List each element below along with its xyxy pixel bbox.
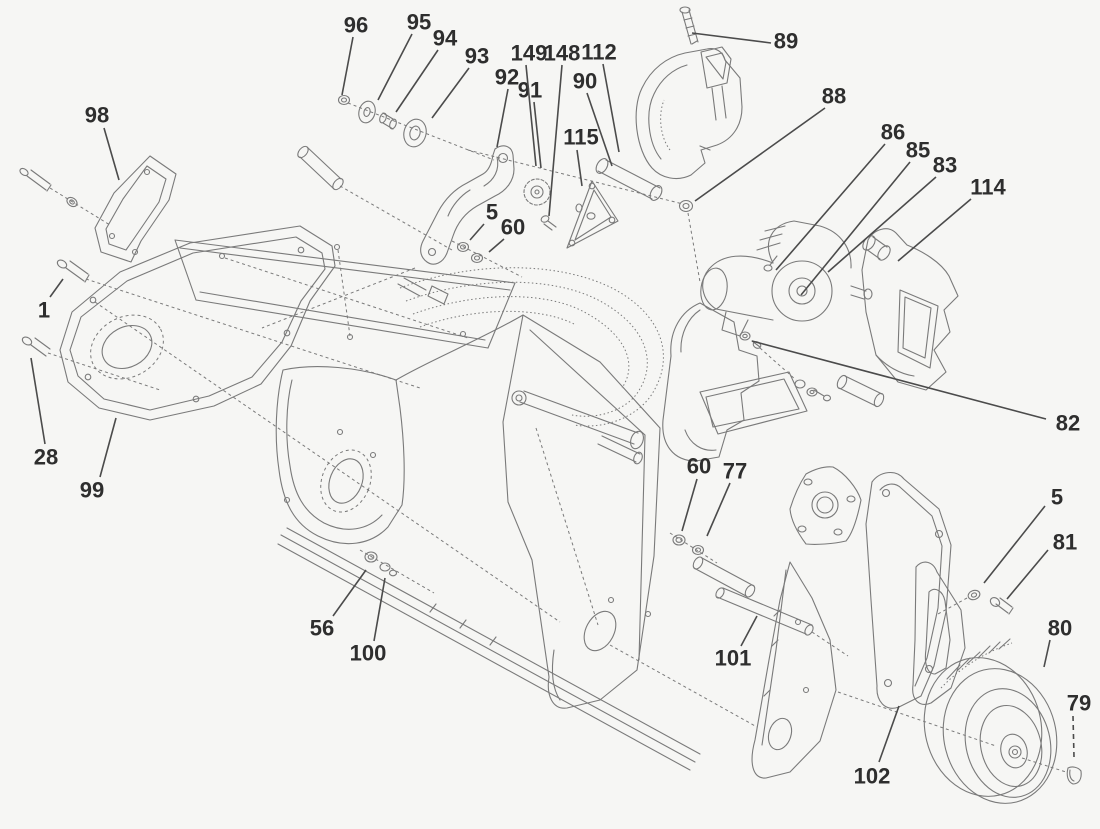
sketch-muffler: [635, 6, 743, 180]
leader-line-60-2: [681, 478, 698, 532]
leader-line-88: [694, 107, 826, 202]
part-label-77: 77: [723, 459, 747, 484]
part-label-112: 112: [581, 40, 617, 65]
part-label-88: 88: [822, 84, 846, 109]
leader-line-83: [827, 176, 937, 273]
leader-line-81: [1006, 549, 1049, 600]
sketch-pivot-washer-stack: [297, 94, 495, 251]
sketch-engine: [687, 212, 873, 337]
leader-line-85: [800, 161, 911, 296]
leader-line-100: [373, 577, 386, 642]
leader-line-79: [1072, 715, 1075, 758]
leader-line-5: [469, 223, 485, 241]
part-label-94: 94: [433, 26, 458, 51]
sketch-right-frame: [861, 228, 959, 391]
leader-line-28: [30, 357, 46, 445]
part-label-80: 80: [1048, 616, 1072, 641]
leader-line-93: [431, 67, 470, 119]
part-label-5-2: 5: [1051, 485, 1063, 510]
leader-line-98: [103, 127, 120, 181]
sketch-main-housing: [275, 267, 758, 771]
part-label-101: 101: [715, 646, 752, 671]
sketch-gearbox: [662, 302, 885, 462]
part-label-98: 98: [85, 103, 109, 128]
leader-line-89: [691, 32, 772, 44]
part-label-60: 60: [501, 215, 525, 240]
part-label-60-2: 60: [687, 454, 711, 479]
part-label-79: 79: [1067, 691, 1091, 716]
part-label-99: 99: [80, 478, 104, 503]
part-label-1: 1: [38, 298, 50, 323]
leader-line-1: [49, 278, 64, 298]
part-label-93: 93: [465, 44, 489, 69]
sketch-belt-guard: [865, 472, 1014, 709]
part-label-114: 114: [970, 175, 1006, 200]
part-label-89: 89: [774, 29, 798, 54]
sketch-rear-plate: [669, 532, 849, 779]
part-label-56: 56: [310, 616, 334, 641]
sketch-left-side-plate: [21, 225, 561, 623]
leader-line-94: [395, 49, 439, 113]
leader-line-80: [1043, 639, 1051, 668]
part-label-5: 5: [486, 200, 498, 225]
leader-line-82: [751, 340, 1047, 420]
part-label-83: 83: [933, 153, 957, 178]
leader-line-60: [488, 238, 505, 253]
part-label-100: 100: [350, 641, 387, 666]
part-label-115: 115: [563, 125, 599, 150]
leader-line-91: [533, 101, 542, 169]
sketch-idler-group: [467, 149, 694, 249]
sketch-wheel: [837, 638, 1082, 804]
part-label-28: 28: [34, 445, 58, 470]
part-label-102: 102: [854, 764, 891, 789]
leader-line-114: [897, 198, 972, 262]
part-label-96: 96: [344, 13, 368, 38]
leader-line-5-2: [983, 505, 1046, 584]
sketch-upper-frame: [174, 239, 516, 349]
part-label-85: 85: [906, 138, 930, 163]
part-label-92: 92: [495, 65, 519, 90]
leader-line-101: [740, 615, 758, 647]
leader-line-112: [602, 63, 620, 153]
leader-line-115: [576, 149, 583, 187]
part-label-148: 148: [544, 41, 581, 66]
part-label-86: 86: [881, 120, 905, 145]
part-label-82: 82: [1056, 411, 1080, 436]
part-label-149: 149: [511, 41, 548, 66]
leader-line-102: [878, 705, 900, 763]
leader-line-96: [341, 36, 354, 96]
leader-line-99: [99, 417, 117, 478]
leader-line-95: [377, 33, 413, 101]
diagram-line-art: [19, 6, 1082, 804]
leader-line-56: [332, 569, 367, 617]
leader-line-90: [586, 92, 613, 167]
sketch-left-bracket-assembly: [19, 155, 177, 263]
leader-line-86: [775, 143, 886, 271]
sketch-carb-flange: [789, 466, 862, 545]
part-label-95: 95: [407, 10, 431, 35]
part-label-81: 81: [1053, 530, 1077, 555]
sketch-swing-bracket: [420, 145, 523, 278]
part-label-90: 90: [573, 69, 597, 94]
leader-line-149: [525, 64, 537, 167]
leader-line-92: [496, 88, 509, 148]
leader-line-77: [706, 482, 731, 537]
leader-line-148: [548, 64, 563, 217]
